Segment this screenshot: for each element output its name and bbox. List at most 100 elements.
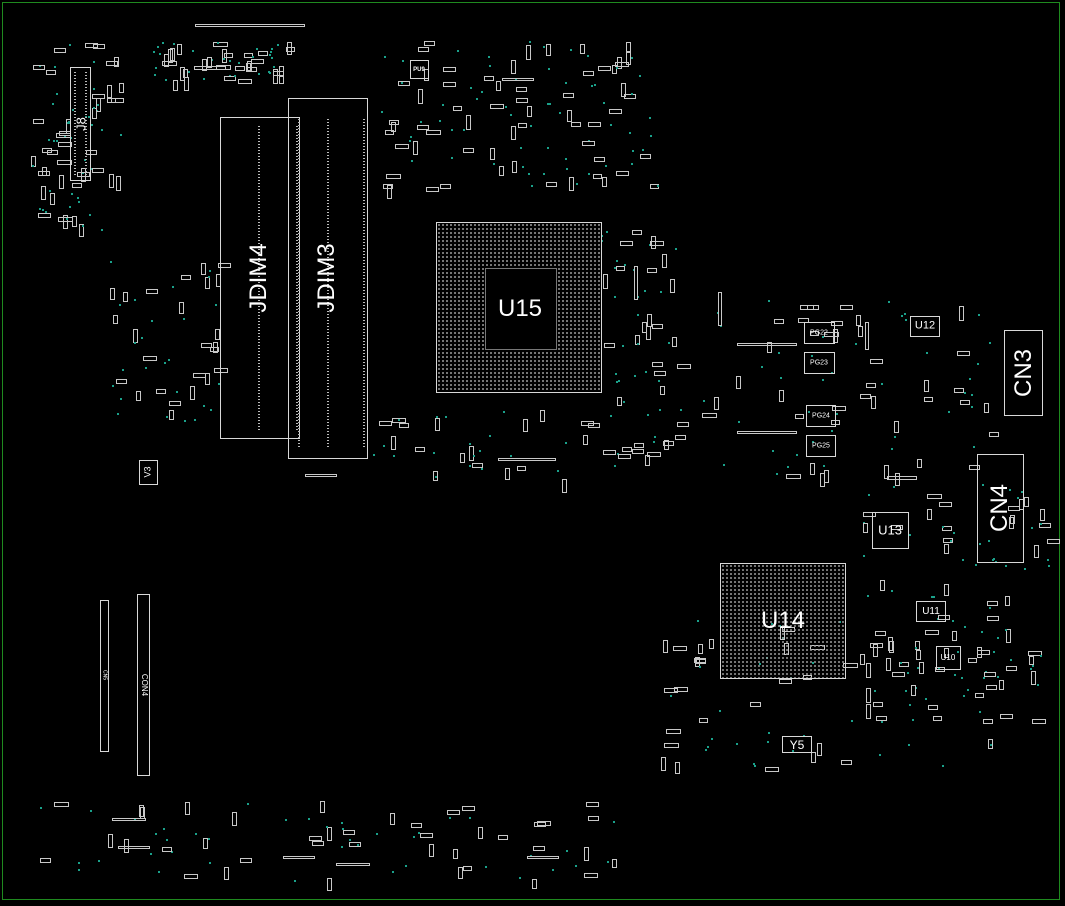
test-point [1031, 527, 1034, 530]
test-point [908, 703, 911, 706]
smd-part [876, 716, 888, 722]
test-point [449, 817, 452, 820]
mosfet-pg23[interactable] [804, 352, 835, 374]
chip-u12[interactable] [910, 316, 940, 337]
test-point [208, 838, 211, 841]
connector-cn5[interactable] [100, 600, 109, 752]
test-point [479, 449, 482, 452]
test-point [822, 464, 825, 467]
smd-part [571, 121, 582, 127]
smd-part [587, 121, 602, 127]
test-point [166, 416, 169, 419]
mosfet-pg24[interactable] [806, 405, 836, 427]
smd-part [866, 704, 872, 719]
test-point [557, 469, 560, 472]
test-point [1021, 491, 1024, 494]
test-point [588, 172, 591, 175]
chipset-u14[interactable] [720, 563, 846, 679]
test-point [610, 123, 613, 126]
smd-part [944, 543, 950, 555]
smd-part [649, 184, 660, 190]
smd-part [976, 649, 990, 655]
connector-cn4[interactable] [977, 454, 1024, 563]
smd-part [809, 331, 820, 337]
smd-part [342, 830, 356, 835]
test-point [93, 61, 96, 64]
smd-part [984, 672, 996, 678]
smd-part [413, 141, 419, 156]
chip-u11[interactable] [916, 601, 946, 622]
smd-part [937, 615, 950, 621]
chip-u10[interactable] [936, 646, 961, 670]
smd-part [938, 501, 952, 507]
test-point [530, 124, 533, 127]
dimm-slot-jdim3[interactable] [288, 98, 368, 459]
test-point [670, 695, 673, 698]
test-point [978, 543, 981, 546]
chip-u13[interactable] [872, 512, 909, 549]
connector-j8[interactable] [70, 67, 91, 181]
test-point [768, 300, 771, 303]
smd-part [110, 98, 125, 104]
test-point [650, 135, 653, 138]
smd-part [417, 47, 429, 53]
smd-part [239, 858, 253, 864]
smd-part [123, 291, 128, 302]
pg25-label: PG25 [812, 442, 830, 450]
mosfet-pg25[interactable] [806, 435, 836, 457]
test-point [624, 263, 626, 266]
test-point [963, 695, 966, 698]
test-point [952, 531, 955, 534]
test-point [45, 210, 48, 213]
test-point [900, 314, 903, 317]
smd-part [932, 716, 942, 722]
test-point [54, 65, 57, 68]
test-point [993, 558, 996, 561]
test-point [411, 159, 414, 162]
connector-cn3[interactable] [1004, 330, 1043, 416]
mosfet-pg22[interactable] [804, 322, 835, 344]
test-point [705, 748, 708, 751]
smd-part [956, 351, 971, 357]
test-point [1016, 497, 1019, 500]
smd-part [890, 525, 904, 531]
smd-part [162, 60, 177, 66]
smd-part [309, 836, 322, 842]
smd-part [32, 118, 45, 124]
smd-part [105, 61, 118, 67]
test-point [615, 381, 618, 384]
test-point [469, 86, 472, 89]
component-v3[interactable] [139, 460, 158, 485]
test-point [38, 64, 41, 67]
smd-part [653, 370, 666, 376]
chip-pu9[interactable] [410, 60, 429, 79]
test-point [207, 275, 210, 278]
smd-part [527, 856, 559, 859]
test-point [854, 343, 857, 346]
smd-part [617, 454, 632, 460]
y5-label: Y5 [789, 738, 805, 752]
test-point [405, 864, 408, 867]
test-point [397, 418, 400, 421]
smd-part [183, 873, 198, 879]
test-point [574, 865, 577, 868]
test-point [766, 740, 769, 743]
smd-part [925, 629, 939, 635]
test-point [906, 671, 909, 674]
smd-part [856, 315, 862, 327]
test-point [83, 158, 86, 161]
smd-part [869, 642, 884, 648]
test-point [444, 416, 447, 419]
test-point [621, 344, 624, 347]
connector-con4[interactable] [137, 594, 150, 776]
test-point [969, 377, 972, 380]
smd-part [1006, 666, 1018, 672]
test-point [191, 50, 194, 53]
test-point [393, 454, 396, 457]
smd-part [92, 43, 106, 49]
smd-part [222, 49, 228, 63]
cpu-u15[interactable] [436, 222, 602, 393]
crystal-y5[interactable] [782, 736, 812, 753]
smd-part [190, 385, 196, 401]
test-point [77, 862, 80, 865]
